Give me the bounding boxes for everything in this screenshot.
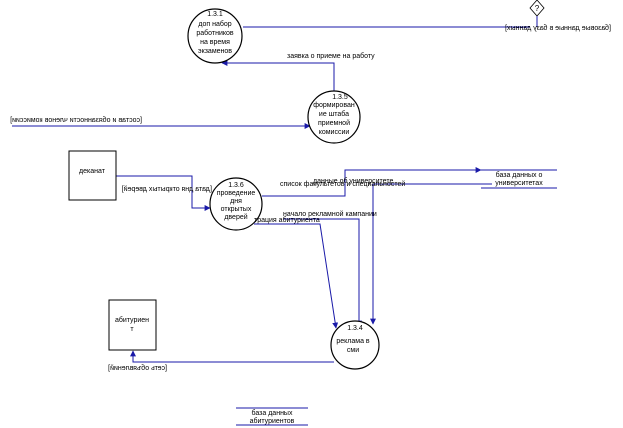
flow-announcements [130, 350, 334, 363]
process-1-3-4-id: 1.3.4 [347, 325, 363, 332]
flow-label-uni-data: данные об университете [313, 177, 393, 185]
process-1-3-5-line: формирован [313, 102, 355, 109]
process-1-3-1-line: на время [200, 39, 230, 46]
process-1-3-1-id: 1.3.1 [207, 11, 223, 18]
process-1-3-6-id: 1.3.6 [228, 182, 244, 189]
process-1-3-5-line: комиссии [319, 129, 350, 136]
flow-faculty-list [370, 183, 492, 325]
mirrored-label-top-right: [базовые данные в базу данных] [505, 24, 611, 32]
process-1-3-6[interactable]: 1.3.6 проведение дня открытых дверей [209, 177, 263, 231]
process-1-3-1[interactable]: 1.3.1 доп набор работников на время экза… [187, 8, 243, 64]
store-applicants[interactable]: база данных абитуриентов [236, 407, 308, 426]
flow-ad-start [283, 218, 362, 327]
flow-label-registration: трация абитуриента [254, 216, 320, 224]
process-1-3-4-line: сми [347, 347, 359, 354]
flow-label-faculty-list: список факультетов и специальностей [280, 180, 405, 188]
process-1-3-1-line: доп набор [198, 20, 231, 28]
process-1-3-6-line: дня [230, 198, 242, 205]
entity-abiturient[interactable]: абитуриен т [108, 299, 157, 351]
store-universities-line: университетах [495, 180, 543, 187]
entity-abiturient-line: т [130, 326, 134, 333]
flow-label-ad-start: начало рекламной кампании [283, 210, 377, 218]
process-1-3-5-id: 1.3.5 [332, 94, 348, 101]
process-1-3-1-line: работников [196, 29, 234, 37]
process-1-3-6-line: дверей [224, 213, 247, 221]
entity-abiturient-line: абитуриен [115, 316, 149, 324]
store-applicants-line: абитуриентов [250, 417, 295, 425]
flow-application [221, 60, 335, 96]
process-1-3-1-line: экзаменов [198, 48, 232, 55]
process-1-3-6-line: открытых [221, 206, 252, 213]
store-universities[interactable]: база данных о университетах [481, 169, 557, 189]
process-1-3-5[interactable]: 1.3.5 формирован ие штаба приемной комис… [307, 90, 361, 144]
mirrored-label-bottom: [сеть объявлений] [108, 364, 167, 372]
process-1-3-5-line: ие штаба [319, 110, 349, 118]
entity-dekanat[interactable]: деканат [68, 150, 117, 201]
flow-dekanat-to-136 [116, 175, 211, 211]
flow-registration [254, 223, 339, 329]
store-universities-line: база данных о [496, 171, 543, 179]
flow-uni-data [262, 167, 482, 197]
process-1-3-6-line: проведение [217, 190, 256, 197]
junction-diamond-mark: ? [535, 4, 540, 13]
store-applicants-line: база данных [252, 409, 293, 417]
flow-label-application: заявка о приеме на работу [287, 52, 375, 60]
process-1-3-5-line: приемной [318, 119, 350, 127]
mirrored-label-left-upper: [состав и обязанности членов комиссии] [10, 116, 142, 124]
mirrored-label-left-middle: [дата дня открытых дверей] [122, 185, 212, 193]
entity-dekanat-label: деканат [79, 168, 106, 175]
process-1-3-4-line: реклама в [336, 338, 370, 345]
process-1-3-4[interactable]: 1.3.4 реклама в сми [330, 320, 380, 370]
